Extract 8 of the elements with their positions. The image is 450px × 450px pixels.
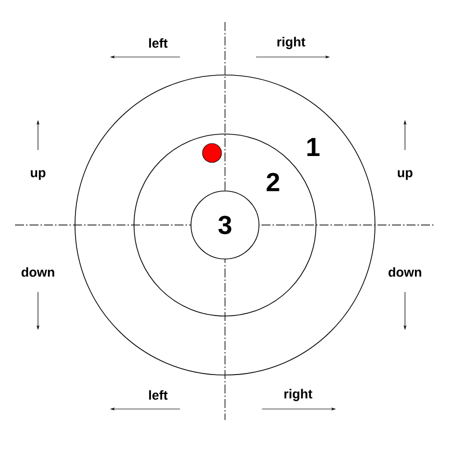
direction-label: down	[22, 267, 54, 277]
direction-label: left	[149, 38, 168, 48]
direction-label: up	[30, 170, 46, 180]
direction-label: up	[398, 170, 412, 180]
direction-label: right	[277, 36, 306, 50]
direction-label: left	[149, 390, 168, 400]
direction-label: down	[388, 267, 422, 277]
direction-label: right	[284, 388, 312, 402]
